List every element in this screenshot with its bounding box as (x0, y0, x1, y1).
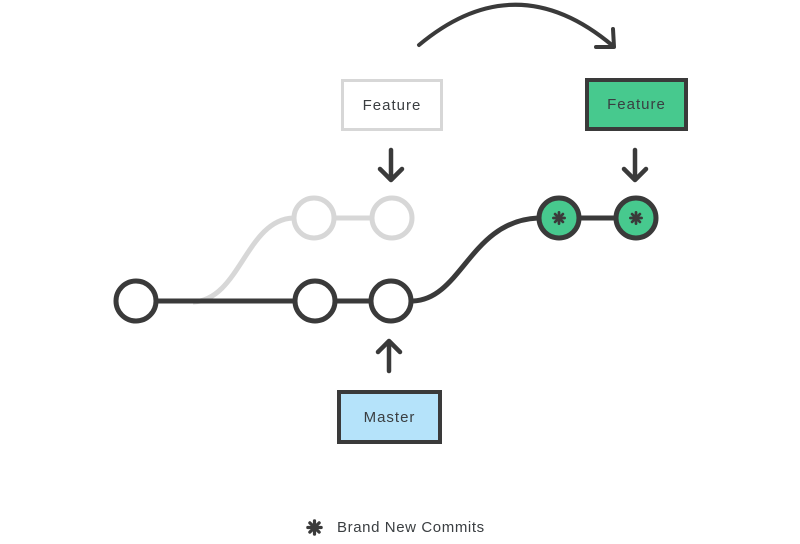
feature-old-label-box: Feature (341, 79, 443, 131)
feature-new-label-box: Feature (585, 78, 688, 131)
old-feature-branch (192, 195, 415, 305)
master-commit-node (292, 278, 338, 324)
old-feature-commit-node (369, 195, 415, 241)
master-label: Master (363, 408, 416, 426)
master-pointer-arrow (375, 338, 403, 374)
asterisk-icon (552, 211, 566, 225)
rebase-curved-arrow (417, 2, 616, 49)
rebased-branch-curve (412, 215, 539, 304)
new-commits (536, 195, 659, 241)
new-feature-pointer-arrow (621, 147, 649, 183)
legend: Brand New Commits (305, 518, 485, 537)
feature-new-label: Feature (607, 96, 666, 113)
master-commit-node (113, 278, 159, 324)
master-commit-node (368, 278, 414, 324)
old-feature-commit-node (291, 195, 337, 241)
old-feature-branch-curve (192, 215, 294, 305)
feature-old-label: Feature (362, 96, 422, 114)
legend-label: Brand New Commits (337, 519, 485, 536)
asterisk-icon (629, 211, 643, 225)
asterisk-icon (305, 518, 324, 537)
master-label-box: Master (337, 390, 442, 444)
old-feature-pointer-arrow (377, 147, 405, 183)
